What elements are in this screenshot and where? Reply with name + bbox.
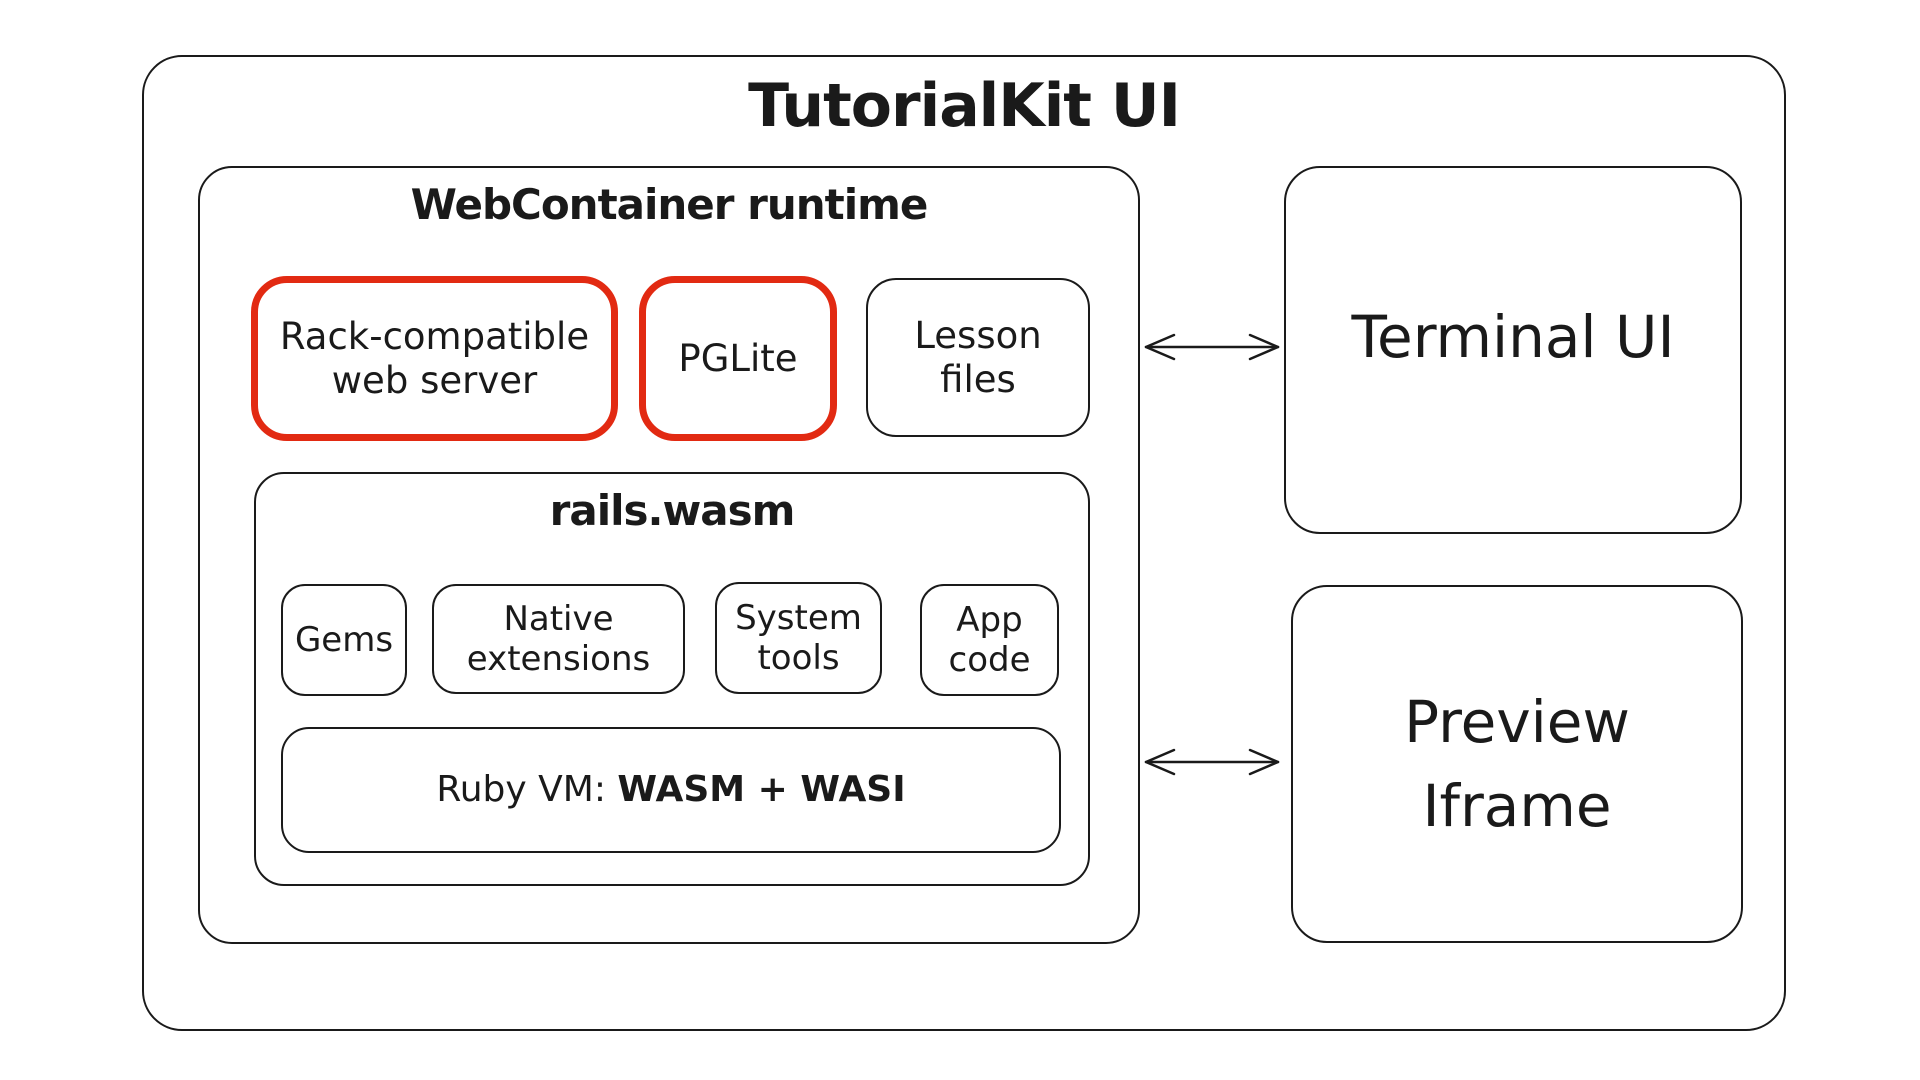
app-code-label-line2: code: [948, 640, 1031, 680]
runtime-preview-arrow: [1144, 748, 1280, 776]
preview-iframe-label-line1: Preview: [1404, 687, 1630, 756]
system-tools-box: System tools: [715, 582, 882, 694]
lesson-files-box: Lesson files: [866, 278, 1090, 437]
preview-iframe-label-line2: Iframe: [1422, 772, 1612, 840]
ruby-vm-label-prefix: Ruby VM:: [436, 768, 618, 810]
rack-web-server-label-line1: Rack-compatible: [279, 314, 590, 358]
native-extensions-label-line2: extensions: [466, 639, 651, 679]
pglite-box: PGLite: [639, 276, 837, 441]
ruby-vm-label-bold: WASM + WASI: [617, 768, 906, 810]
system-tools-label-line1: System: [735, 597, 862, 638]
native-extensions-label-line1: Native: [503, 598, 614, 639]
preview-iframe-box: Preview Iframe: [1291, 585, 1743, 943]
native-extensions-box: Native extensions: [432, 584, 685, 694]
app-code-label-line1: App: [956, 599, 1023, 640]
terminal-ui-label: Terminal UI: [1351, 303, 1675, 371]
system-tools-label-line2: tools: [757, 638, 840, 678]
lesson-files-label-line1: Lesson: [914, 313, 1042, 357]
app-code-box: App code: [920, 584, 1059, 696]
lesson-files-label-line2: files: [940, 357, 1016, 401]
runtime-terminal-arrow: [1144, 333, 1280, 361]
tutorialkit-ui-title: TutorialKit UI: [748, 71, 1181, 141]
gems-box: Gems: [281, 584, 407, 696]
rack-web-server-label-line2: web server: [331, 358, 538, 402]
rails-wasm-title: rails.wasm: [549, 486, 796, 535]
rack-web-server-box: Rack-compatible web server: [251, 276, 618, 441]
terminal-ui-box: Terminal UI: [1284, 166, 1742, 534]
ruby-vm-box: Ruby VM: WASM + WASI: [281, 727, 1061, 853]
gems-label: Gems: [294, 619, 394, 660]
webcontainer-runtime-title: WebContainer runtime: [410, 180, 929, 229]
pglite-label: PGLite: [678, 336, 798, 380]
